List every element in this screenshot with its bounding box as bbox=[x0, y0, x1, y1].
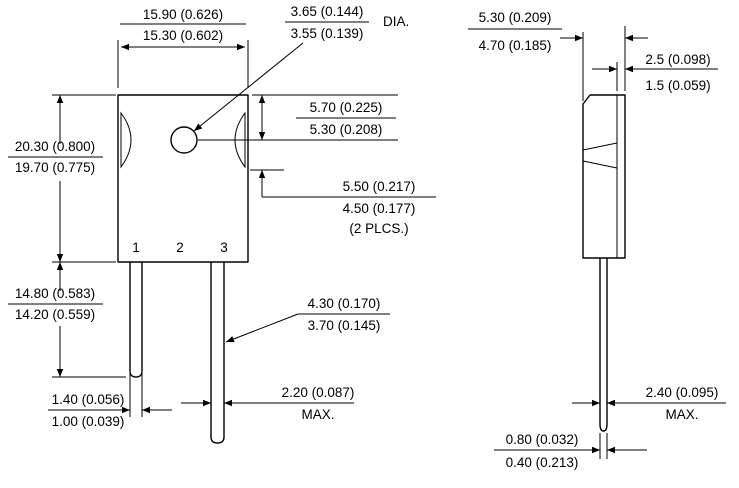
side-lead bbox=[599, 258, 608, 432]
dim-body-thickness-max: 5.30 (0.209) bbox=[479, 10, 552, 25]
dim-lead-tip: 4.30 (0.170) 3.70 (0.145) bbox=[225, 296, 390, 343]
pin1-label: 1 bbox=[132, 240, 140, 255]
dim-tab-thickness-min: 1.5 (0.059) bbox=[645, 78, 710, 93]
side-chamfer-line-1 bbox=[582, 142, 618, 151]
dim-hole-position: 5.70 (0.225) 5.30 (0.208) bbox=[198, 94, 398, 141]
dim-hole-diameter: 3.65 (0.144) DIA. 3.55 (0.139) bbox=[193, 4, 409, 132]
dim-lead-width: 1.40 (0.056) 1.00 (0.039) bbox=[48, 373, 172, 429]
dim-hole-pos-max: 5.70 (0.225) bbox=[310, 100, 383, 115]
right-side-notch bbox=[234, 111, 246, 169]
dim-lead-tip-max: 4.30 (0.170) bbox=[308, 296, 381, 311]
dim-lead-width-overall: 2.20 (0.087) MAX. bbox=[181, 385, 354, 422]
dim-body-width-max: 15.90 (0.626) bbox=[143, 7, 223, 22]
dim-lead-tip-thickness-max: 0.80 (0.032) bbox=[506, 432, 579, 447]
dim-lead-tip-thickness: 0.80 (0.032) 0.40 (0.213) bbox=[494, 432, 647, 470]
dim-body-thickness: 5.30 (0.209) 4.70 (0.185) bbox=[468, 10, 648, 101]
dim-pitch-max: 5.50 (0.217) bbox=[343, 179, 416, 194]
pin3-label: 3 bbox=[220, 240, 228, 255]
dim-pitch-note: (2 PLCS.) bbox=[349, 221, 408, 236]
side-body-outline bbox=[582, 94, 626, 259]
dim-lead-width-overall-value: 2.20 (0.087) bbox=[282, 385, 355, 400]
dim-lead-thickness: 2.40 (0.095) MAX. bbox=[572, 385, 726, 422]
dim-lead-thickness-value: 2.40 (0.095) bbox=[646, 385, 719, 400]
dim-lead-width-max: 1.40 (0.056) bbox=[52, 392, 125, 407]
side-chamfer-line-2 bbox=[582, 160, 618, 169]
pin3-lead bbox=[210, 262, 225, 444]
dim-hole-dia-min: 3.55 (0.139) bbox=[291, 26, 364, 41]
dim-tab-thickness-max: 2.5 (0.098) bbox=[645, 52, 710, 67]
dim-lead-pitch: 5.50 (0.217) 4.50 (0.177) (2 PLCS.) bbox=[250, 169, 436, 236]
dim-lead-length-min: 14.20 (0.559) bbox=[15, 307, 95, 322]
dim-lead-width-overall-note: MAX. bbox=[301, 407, 334, 422]
pin2-label: 2 bbox=[176, 240, 184, 255]
left-side-notch bbox=[120, 111, 132, 169]
dim-body-height: 20.30 (0.800) 19.70 (0.775) bbox=[8, 94, 116, 263]
dim-body-width-min: 15.30 (0.602) bbox=[143, 28, 223, 43]
dim-body-thickness-min: 4.70 (0.185) bbox=[479, 38, 552, 53]
side-view: 5.30 (0.209) 4.70 (0.185) 2.5 (0.098) 1.… bbox=[468, 10, 726, 470]
dim-body-height-min: 19.70 (0.775) bbox=[15, 160, 95, 175]
dim-tab-thickness: 2.5 (0.098) 1.5 (0.059) bbox=[592, 52, 718, 93]
dim-body-width: 15.90 (0.626) 15.30 (0.602) bbox=[117, 7, 249, 88]
dim-lead-thickness-note: MAX. bbox=[665, 407, 698, 422]
dim-body-height-max: 20.30 (0.800) bbox=[15, 139, 95, 154]
package-body-outline bbox=[117, 94, 249, 263]
dim-pitch-min: 4.50 (0.177) bbox=[343, 201, 416, 216]
pin1-lead bbox=[129, 262, 143, 378]
dim-lead-tip-thickness-min: 0.40 (0.213) bbox=[506, 455, 579, 470]
dim-hole-pos-min: 5.30 (0.208) bbox=[310, 122, 383, 137]
dim-hole-dia-note: DIA. bbox=[383, 14, 409, 29]
dim-hole-dia-max: 3.65 (0.144) bbox=[291, 4, 364, 19]
dim-lead-length: 14.80 (0.583) 14.20 (0.559) bbox=[8, 262, 126, 378]
dim-lead-width-min: 1.00 (0.039) bbox=[52, 414, 125, 429]
mounting-hole bbox=[170, 126, 198, 154]
dim-lead-tip-min: 3.70 (0.145) bbox=[308, 318, 381, 333]
front-view: 1 2 3 15.90 (0.626) 15.30 (0.602) 3.65 (… bbox=[8, 4, 436, 444]
dim-lead-length-max: 14.80 (0.583) bbox=[15, 286, 95, 301]
